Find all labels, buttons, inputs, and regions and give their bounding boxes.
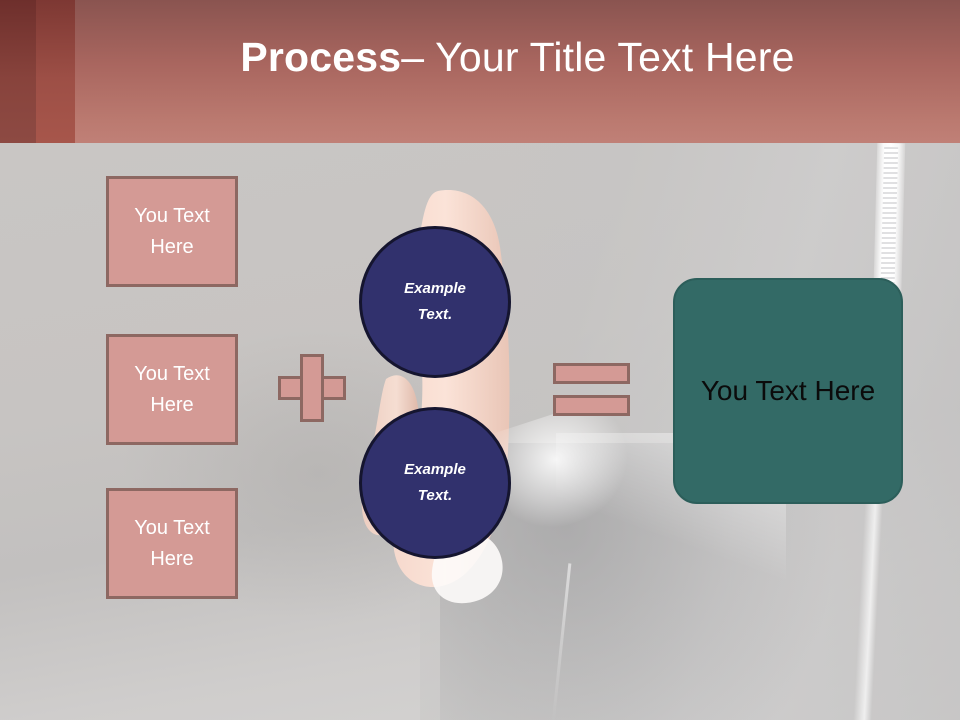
page-title: Process – Your Title Text Here	[75, 0, 960, 143]
example-circle-1[interactable]: Example Text.	[359, 226, 511, 378]
result-box-label: You Text Here	[700, 375, 876, 406]
input-box-2-text: You Text Here	[134, 359, 210, 421]
example-circle-2-line1: Example	[404, 460, 466, 478]
input-box-1[interactable]: You Text Here	[106, 176, 238, 287]
example-circle-2[interactable]: Example Text.	[359, 407, 511, 559]
slide-header: Process – Your Title Text Here	[0, 0, 960, 143]
input-box-3-line2: Here	[150, 547, 194, 570]
result-box[interactable]: You Text Here	[673, 278, 903, 504]
plus-operator-icon	[278, 354, 346, 422]
input-box-2-line2: Here	[150, 393, 194, 416]
input-box-3[interactable]: You Text Here	[106, 488, 238, 599]
input-box-1-line1: You Text	[134, 204, 210, 227]
header-band-mid	[36, 0, 75, 143]
input-box-2-line1: You Text	[134, 362, 210, 385]
input-box-3-line1: You Text	[134, 516, 210, 539]
example-circle-2-line2: Text.	[417, 487, 453, 504]
plus-center-fill	[303, 379, 321, 397]
input-box-1-text: You Text Here	[134, 201, 210, 263]
equals-bottom-bar	[553, 395, 630, 416]
page-title-rest: – Your Title Text Here	[401, 34, 795, 80]
header-band-dark	[0, 0, 36, 143]
example-circle-1-line1: Example	[404, 279, 466, 297]
page-title-strong: Process	[240, 34, 402, 80]
equals-operator-icon	[553, 363, 630, 416]
header-band-light	[75, 0, 960, 143]
input-box-2[interactable]: You Text Here	[106, 334, 238, 445]
input-box-3-text: You Text Here	[134, 513, 210, 575]
input-box-1-line2: Here	[150, 235, 194, 258]
equals-top-bar	[553, 363, 630, 384]
example-circle-1-line2: Text.	[417, 306, 453, 323]
